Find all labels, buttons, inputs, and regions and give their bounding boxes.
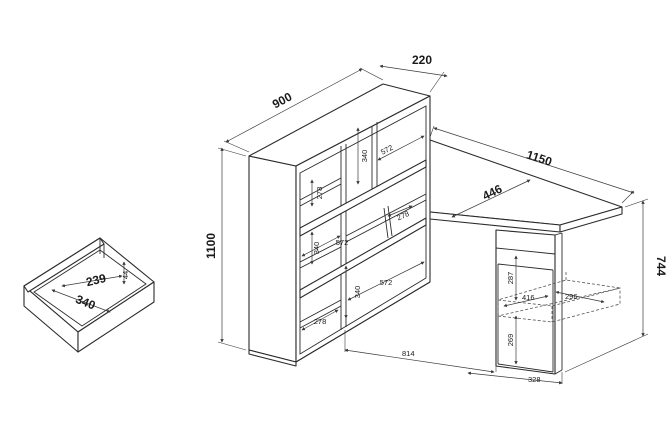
drawer-detail [23,237,155,353]
dim-shelf-278-a: 278 [315,187,324,200]
dim-1150: 1150 [525,148,554,169]
desk-cabinet [495,229,563,375]
dim-shelf-572-mid: 572 [336,238,349,247]
dim-detail-44: 44 [121,271,130,279]
dim-814: 814 [402,349,415,358]
dim-shelf-572-low: 572 [380,278,393,287]
dim-shelf-340-mid: 340 [312,242,321,255]
shelf-unit [248,83,431,367]
dim-220: 220 [412,53,432,67]
dim-shelf-340-low: 340 [353,286,362,299]
dim-shelf-278-c: 278 [314,317,327,326]
dim-900: 900 [270,89,295,111]
dim-416: 416 [522,293,535,302]
dim-269: 269 [506,334,515,347]
dim-328: 328 [528,375,541,384]
dim-1100: 1100 [204,233,218,259]
dim-744: 744 [654,256,666,276]
dim-296: 296 [565,292,578,301]
dim-detail-239: 239 [85,271,108,290]
dim-shelf-340-top: 340 [360,150,369,163]
dimension-lines [217,64,649,385]
dim-287: 287 [506,272,515,285]
